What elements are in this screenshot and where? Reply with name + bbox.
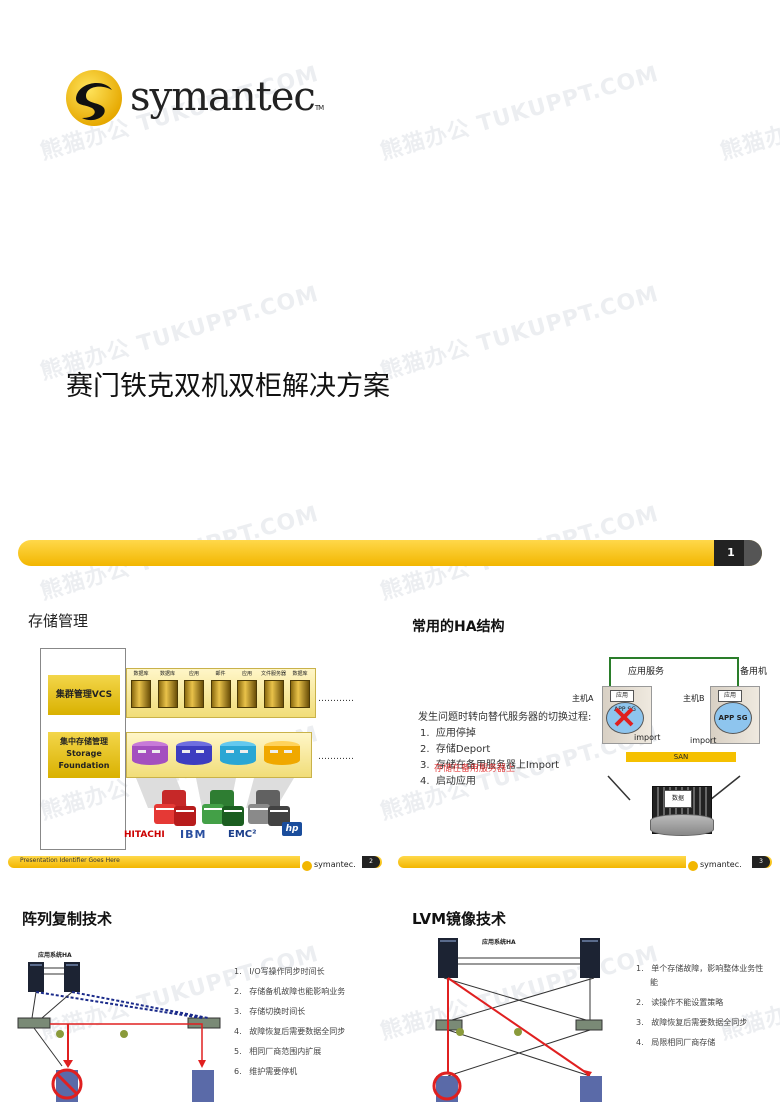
lvm-mirror-diagram (432, 938, 603, 1102)
system-label: 应用系统HA (38, 952, 72, 959)
footer-logo: symantec. (686, 854, 752, 871)
vendor-hp: hp (282, 822, 302, 836)
ellipsis: ………… (318, 694, 354, 704)
app-box: 应用 (610, 690, 634, 702)
symantec-logo-icon (66, 70, 122, 126)
cabinet-base (650, 814, 714, 836)
system-label: 应用系统HA (482, 939, 516, 946)
server-label: 数据库 (159, 671, 175, 677)
list-item: 1. I/O写操作同步时间长 (234, 967, 325, 976)
intro-text: 发生问题时转向替代服务器的切换过程: (418, 712, 592, 723)
slide-title: 阵列复制技术 (22, 910, 113, 928)
disk-label: 数据 (664, 790, 692, 808)
app-sg-b: APP SG (714, 702, 752, 734)
app-box: 应用 (718, 690, 742, 702)
footer-identifier: Presentation Identifier Goes Here (20, 857, 120, 864)
import-label: import (634, 733, 661, 742)
server-item: 应用 (234, 670, 260, 708)
list-item: 4. 启动应用 (420, 776, 476, 787)
server-label: 数据库 (133, 671, 149, 677)
feature-list: 1. 单个存储故障，影响整体业务性能 2. 读操作不能设置策略 3. 故障恢复后… (636, 962, 766, 1056)
vcs-label: 集群管理VCS (48, 675, 120, 715)
list-item: 3. 存储切换时间长 (234, 1007, 306, 1016)
server-label: 应用 (241, 671, 252, 677)
server-icon (290, 680, 310, 708)
server-item: 数据库 (155, 670, 181, 708)
slide-title: LVM镜像技术 (412, 910, 507, 928)
slide-1: symantecTM 赛门铁克双机双柜解决方案 1 (18, 70, 762, 566)
layer-frame (40, 648, 126, 850)
footer-bar (398, 856, 772, 868)
import-label: import (690, 736, 717, 745)
vendor-ibm: IBM (180, 828, 207, 841)
list-item: 5. 相同厂商范围内扩展 (234, 1047, 322, 1056)
bar-cap (744, 540, 762, 566)
server-icon (237, 680, 257, 708)
slide-3: 常用的HA结构 应用服务 备用机 主机A 主机B 应用 APP SG 应用 AP… (390, 590, 780, 871)
list-item: 2. 读操作不能设置策略 (636, 998, 724, 1007)
san-bar: SAN (626, 752, 736, 762)
failure-x-icon (614, 707, 634, 727)
list-item: 1. 应用停掉 (420, 728, 476, 739)
server-item: 数据库 (128, 670, 154, 708)
step-list: 1. 应用停掉 2. 存储Deport 3. 存储在备用服务器上Import 存… (420, 726, 559, 790)
list-item: 2. 存储Deport (420, 744, 491, 755)
server-item: 邮件 (208, 670, 234, 708)
list-item: 4. 局限相同厂商存储 (636, 1038, 716, 1047)
brand-wordmark: symantecTM (130, 74, 324, 120)
slide-title: 存储管理 (28, 612, 89, 630)
ellipsis: ………… (318, 752, 354, 762)
server-label: 文件服务器 (260, 671, 286, 677)
storage-disks-icon (132, 741, 300, 765)
presentation-title: 赛门铁克双机双柜解决方案 (66, 371, 390, 402)
app-service-label: 应用服务 (628, 667, 665, 677)
slide-4: 阵列复制技术 应用系统HA 1. I/O写操作同步时间长 2. 存储备机故障也能… (0, 880, 390, 1102)
server-icon (263, 680, 284, 708)
server-icon (184, 680, 204, 708)
array-replication-diagram (17, 962, 221, 1102)
page-number: 3 (752, 856, 770, 868)
footer-bar (8, 856, 382, 868)
server-item: 数据库 (287, 670, 313, 708)
host-a-label: 主机A (572, 694, 594, 703)
host-b-label: 主机B (683, 694, 705, 703)
storage-array-icon (154, 790, 290, 826)
list-item: 4. 故障恢复后需要数据全同步 (234, 1027, 346, 1036)
page-number: 1 (714, 540, 748, 566)
server-label: 数据库 (292, 671, 308, 677)
list-item: 6. 维护需要停机 (234, 1067, 298, 1076)
server-label: 应用 (188, 671, 199, 677)
footer-logo: symantec. (300, 854, 362, 871)
slide-title: 常用的HA结构 (412, 619, 505, 635)
footer-bar (18, 540, 762, 566)
ha-diagram-lines (607, 657, 741, 801)
list-item: 2. 存储备机故障也能影响业务 (234, 987, 346, 996)
server-item: 文件服务器 (261, 670, 287, 708)
server-label: 邮件 (215, 671, 226, 677)
server-icon (210, 680, 231, 708)
server-item: 应用 (181, 670, 207, 708)
standby-label: 备用机 (740, 667, 768, 677)
server-icon (131, 680, 151, 708)
slide-5: LVM镜像技术 应用系统HA 1. 单个存储故障，影响整体业务性能 2. 读操作… (390, 880, 780, 1102)
overlay-text: 存储在备用服务器上 (434, 764, 516, 774)
vendor-emc: EMC² (228, 829, 257, 840)
vendor-hitachi: HITACHI (124, 830, 165, 840)
list-item: 1. 单个存储故障，影响整体业务性能 (636, 964, 764, 987)
feature-list: 1. I/O写操作同步时间长 2. 存储备机故障也能影响业务 3. 存储切换时间… (234, 962, 345, 1082)
list-item: 3. 存储在备用服务器上Import 存储在备用服务器上 (420, 758, 559, 774)
page-number: 2 (362, 856, 380, 868)
server-icon (157, 680, 178, 708)
list-item: 3. 故障恢复后需要数据全同步 (636, 1018, 748, 1027)
